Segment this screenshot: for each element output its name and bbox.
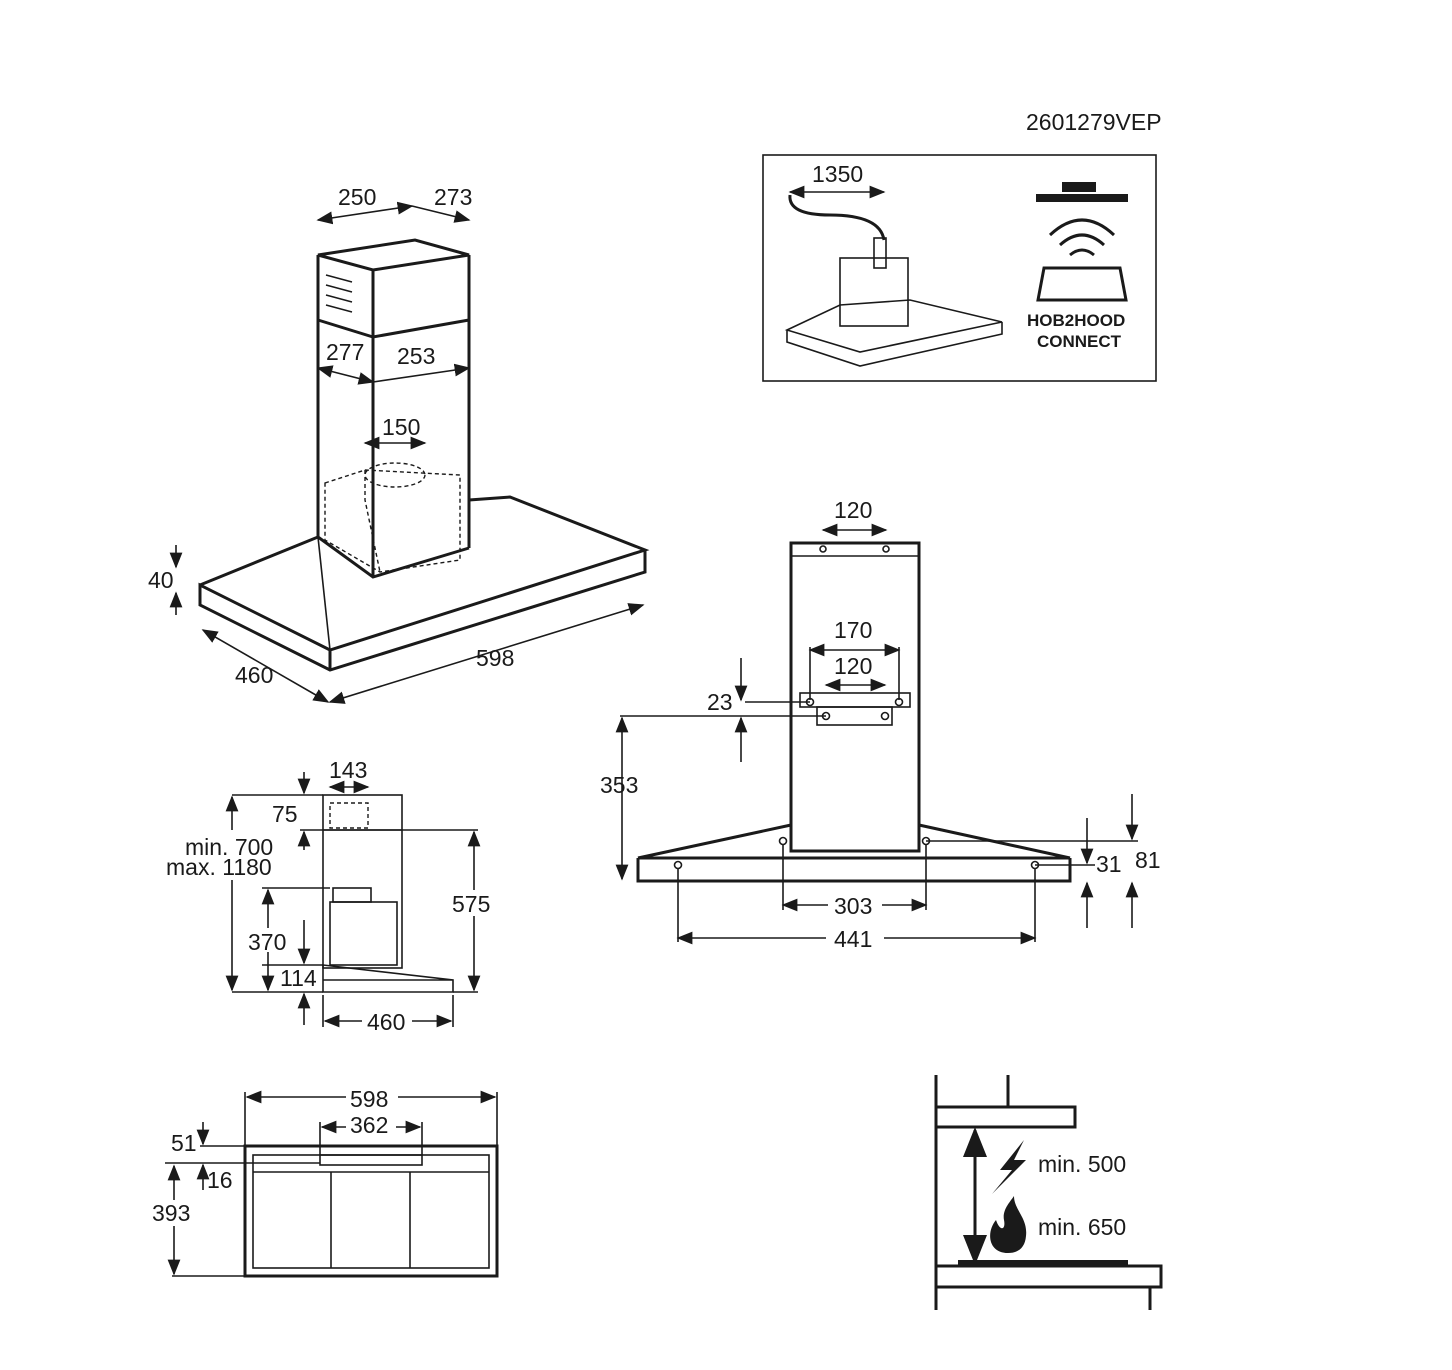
dim-hood-depth: 460 — [235, 662, 273, 688]
side-view: 143 75 min. 700 max. 1180 575 370 114 46… — [166, 757, 500, 1035]
dim-chimney-max: max. 1180 — [166, 854, 272, 880]
dim-top-width: 143 — [329, 757, 367, 783]
dim-hole-height: 31 — [1096, 851, 1122, 877]
dim-hood-height: 40 — [148, 567, 174, 593]
dim-chimney-width: 250 — [338, 184, 376, 210]
dim-lower-depth: 253 — [397, 343, 435, 369]
hob2hood-label-2: CONNECT — [1037, 332, 1122, 351]
dim-bracket-height: 353 — [600, 772, 638, 798]
dim-top-offset: 75 — [272, 801, 298, 827]
dim-total-height: 575 — [452, 891, 490, 917]
hob2hood-inset: 1350 HOB2HOOD CONNECT — [762, 154, 1157, 382]
electric-icon — [992, 1140, 1026, 1194]
dim-bottom: 114 — [280, 965, 317, 991]
dim-bracket-outer: 170 — [834, 617, 872, 643]
dim-lower-width: 277 — [326, 339, 364, 365]
dim-inner-holes: 303 — [834, 893, 872, 919]
dim-bottom-strip: 16 — [207, 1167, 233, 1193]
front-view: 120 170 120 23 353 31 81 303 441 — [600, 497, 1161, 952]
cable-length-label: 1350 — [812, 161, 863, 187]
isometric-view: 250 273 277 253 150 40 460 598 — [148, 184, 650, 704]
dim-hood-height-front: 81 — [1135, 847, 1161, 873]
dim-bottom-width: 598 — [350, 1086, 388, 1112]
dim-side-depth: 460 — [367, 1009, 405, 1035]
safety-distance-view: min. 500 min. 650 — [934, 1075, 1163, 1310]
dim-gas-min: min. 650 — [1038, 1214, 1126, 1240]
dim-outer-holes: 441 — [834, 926, 872, 952]
dim-bottom-inner: 362 — [350, 1112, 388, 1138]
dim-electric-min: min. 500 — [1038, 1151, 1126, 1177]
dim-hood-width: 598 — [476, 645, 514, 671]
dim-top-bracket: 120 — [834, 497, 872, 523]
dim-bottom-offset: 51 — [171, 1130, 197, 1156]
dim-bottom-depth: 393 — [152, 1200, 190, 1226]
dim-motor: 370 — [248, 929, 286, 955]
dim-chimney-depth: 273 — [434, 184, 472, 210]
dim-duct: 150 — [382, 414, 420, 440]
dim-bracket-inner: 120 — [834, 653, 872, 679]
hob2hood-label-1: HOB2HOOD — [1027, 311, 1125, 330]
bottom-view: 598 362 51 16 393 — [150, 1085, 499, 1278]
flame-icon — [990, 1196, 1027, 1253]
dim-bracket-offset: 23 — [707, 689, 733, 715]
dim-chimney-min: min. 700 — [185, 834, 273, 860]
model-code: 2601279VEP — [1026, 109, 1162, 135]
